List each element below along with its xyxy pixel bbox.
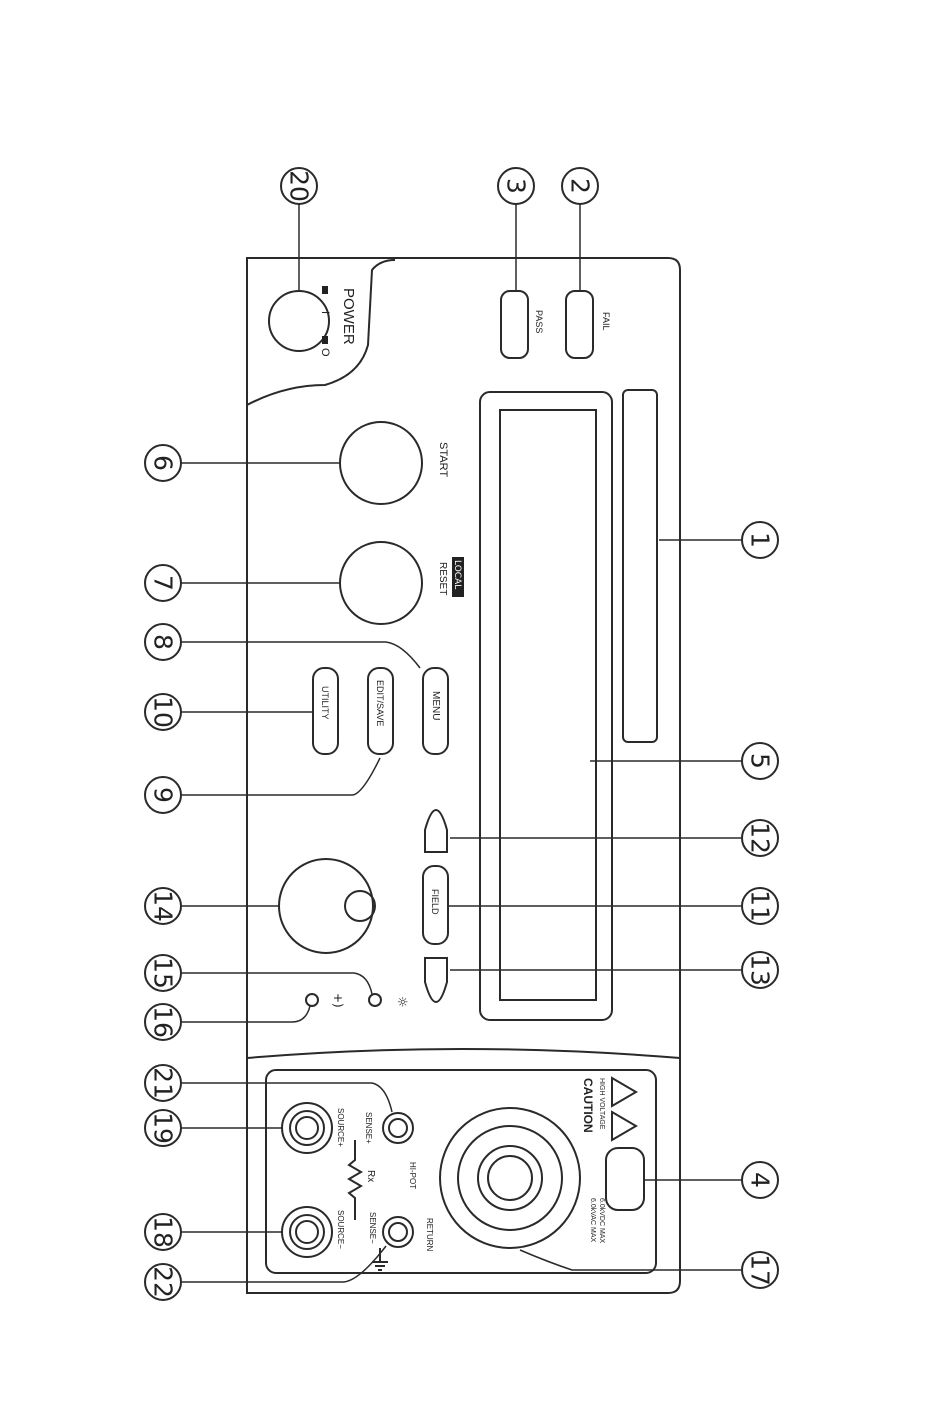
- callout-13: 13: [746, 954, 775, 986]
- callout-21: 21: [149, 1067, 178, 1099]
- high-voltage-label: HIGH VOLTAGE: [598, 1078, 605, 1130]
- callout-16: 16: [149, 1006, 178, 1038]
- power-off-mark: [322, 336, 328, 344]
- callout-1: 1: [746, 532, 775, 548]
- callout-circles: [145, 168, 778, 1300]
- reset-label: RESET: [437, 562, 448, 595]
- source-plus-terminal-inner: [296, 1117, 318, 1139]
- knob-dimple: [345, 891, 375, 921]
- callout-2: 2: [566, 178, 595, 194]
- callout-6: 6: [149, 455, 178, 471]
- max-ac-label: 6.0kVAC MAX: [589, 1198, 596, 1243]
- status-window: [623, 390, 657, 742]
- callout-11: 11: [746, 890, 775, 922]
- hipot-label: HI-POT: [408, 1162, 417, 1189]
- return-label: RETURN: [425, 1218, 434, 1252]
- rx-resistor: [349, 1140, 361, 1220]
- callout-18: 18: [149, 1216, 178, 1248]
- max-dc-label: 6.0kVDC MAX: [598, 1198, 605, 1243]
- callout-10: 10: [149, 696, 178, 728]
- source-minus-label: SOURCE−: [336, 1210, 345, 1249]
- rotary-knob[interactable]: [279, 859, 373, 953]
- callout-9: 9: [149, 787, 178, 803]
- callout-4: 4: [746, 1172, 775, 1188]
- caution-label: CAUTION: [581, 1078, 595, 1133]
- callout-5: 5: [746, 753, 775, 769]
- hv-warning-triangle-2: [612, 1112, 636, 1140]
- callout-22: 22: [149, 1266, 178, 1298]
- up-arrow-key[interactable]: [425, 810, 447, 852]
- source-plus-label: SOURCE+: [336, 1108, 345, 1147]
- fail-indicator: [566, 291, 593, 358]
- menu-label: MENU: [430, 691, 441, 720]
- callout-7: 7: [149, 575, 178, 591]
- callout-15: 15: [149, 957, 178, 989]
- lcd-screen: [500, 410, 596, 1000]
- brightness-control[interactable]: [369, 994, 381, 1006]
- high-voltage-indicator: [606, 1148, 644, 1210]
- power-off-label: O: [319, 348, 331, 357]
- terminal-divider: [247, 1049, 680, 1058]
- volume-control[interactable]: [306, 994, 318, 1006]
- power-on-mark: [322, 286, 328, 294]
- sense-minus-terminal[interactable]: [383, 1217, 413, 1247]
- hv-output-socket: [488, 1156, 532, 1200]
- callout-20: 20: [285, 170, 314, 202]
- power-recess: [247, 260, 395, 405]
- callout-8: 8: [149, 634, 178, 650]
- sense-plus-terminal-inner: [389, 1119, 407, 1137]
- ground-symbol: [372, 1248, 388, 1270]
- rx-label: Rx: [365, 1170, 376, 1182]
- field-label: FIELD: [430, 889, 440, 915]
- callout-14: 14: [149, 890, 178, 922]
- down-arrow-key[interactable]: [425, 958, 447, 1002]
- pass-label: PASS: [534, 310, 544, 333]
- hv-output-outer[interactable]: [440, 1108, 580, 1248]
- callout-17: 17: [746, 1254, 775, 1286]
- power-switch[interactable]: [269, 291, 329, 351]
- power-label: POWER: [340, 288, 357, 345]
- sense-plus-terminal[interactable]: [383, 1113, 413, 1143]
- edit-save-label: EDIT/SAVE: [375, 680, 385, 726]
- callout-3: 3: [502, 178, 531, 194]
- sense-minus-label: SENSE−: [368, 1212, 377, 1244]
- start-button[interactable]: [340, 422, 422, 504]
- power-on-label: I: [319, 311, 331, 314]
- local-label: LOCAL: [452, 560, 462, 589]
- hv-output-ring: [458, 1126, 562, 1230]
- leader-lines: [180, 203, 742, 1282]
- hv-warning-triangle-1: [612, 1078, 636, 1106]
- brightness-icon: ☼: [394, 996, 409, 1008]
- utility-label: UTILITY: [320, 686, 330, 720]
- sense-minus-terminal-inner: [389, 1223, 407, 1241]
- source-minus-terminal-inner: [296, 1221, 318, 1243]
- volume-icon: +): [331, 993, 345, 1008]
- reset-button[interactable]: [340, 542, 422, 624]
- start-label: START: [437, 442, 449, 477]
- pass-indicator: [501, 291, 528, 358]
- callout-12: 12: [746, 822, 775, 854]
- terminal-box: [266, 1070, 656, 1273]
- callout-19: 19: [149, 1112, 178, 1144]
- sense-plus-label: SENSE+: [364, 1112, 373, 1144]
- fail-label: FAIL: [601, 312, 611, 331]
